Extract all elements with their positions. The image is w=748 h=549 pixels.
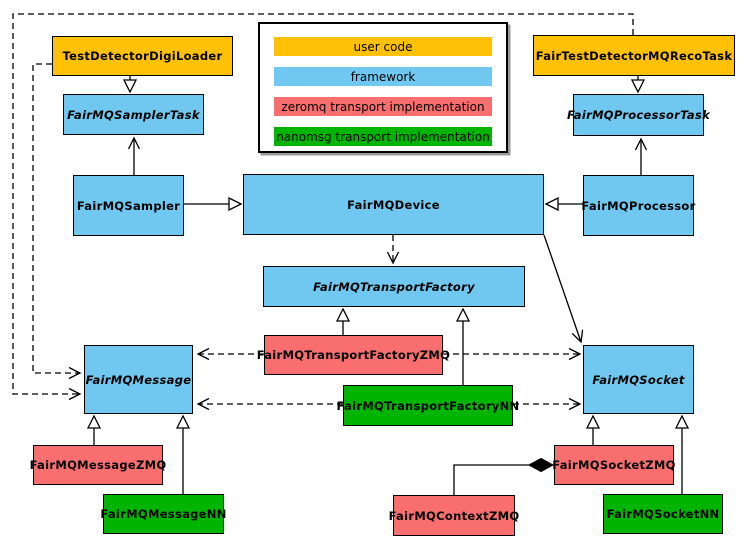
edge-device-socket xyxy=(543,234,584,344)
node-fairmqsampler: FairMQSampler xyxy=(73,175,184,236)
node-fairmqtransportfactory: FairMQTransportFactory xyxy=(263,266,525,307)
node-fairtestdetectormqrecotask: FairTestDetectorMQRecoTask xyxy=(533,35,735,76)
node-fairmqmessagezmq: FairMQMessageZMQ xyxy=(30,445,166,485)
node-fairmqcontextzmq: FairMQContextZMQ xyxy=(389,495,519,536)
node-fairmqmessagenn: FairMQMessageNN xyxy=(100,494,226,534)
node-fairmqsocketzmq: FairMQSocketZMQ xyxy=(552,445,675,485)
node-fairmqsocket: FairMQSocket xyxy=(583,345,694,414)
node-fairmqdevice: FairMQDevice xyxy=(243,174,544,235)
legend-label: nanomsg transport implementation xyxy=(276,129,490,144)
node-fairmqtransportfactoryzmq: FairMQTransportFactoryZMQ xyxy=(257,335,450,375)
node-fairmqsocketnn: FairMQSocketNN xyxy=(603,494,723,534)
node-fairmqprocessor: FairMQProcessor xyxy=(581,175,695,236)
legend-item-framework: framework xyxy=(274,67,492,86)
edge-recotask-message xyxy=(12,13,634,401)
legend-label: user code xyxy=(353,39,413,54)
node-testdetectordigiloader: TestDetectorDigiLoader xyxy=(52,36,233,76)
legend-item-user-code: user code xyxy=(274,37,492,56)
node-fairmqsamplertask: FairMQSamplerTask xyxy=(63,94,204,135)
legend-label: zeromq transport implementation xyxy=(281,99,485,114)
legend-label: framework xyxy=(350,69,416,84)
legend-item-zeromq: zeromq transport implementation xyxy=(274,97,492,116)
legend: user code framework zeromq transport imp… xyxy=(258,22,508,153)
node-fairmqmessage: FairMQMessage xyxy=(84,345,193,414)
node-fairmqprocessortask: FairMQProcessorTask xyxy=(567,94,710,136)
edge-digiloader-message xyxy=(32,63,82,380)
edge-contextzmq-socketzmq xyxy=(453,464,529,495)
composition-diamond xyxy=(527,457,555,473)
node-fairmqtransportfactorynn: FairMQTransportFactoryNN xyxy=(337,385,519,426)
legend-item-nanomsg: nanomsg transport implementation xyxy=(274,127,492,146)
